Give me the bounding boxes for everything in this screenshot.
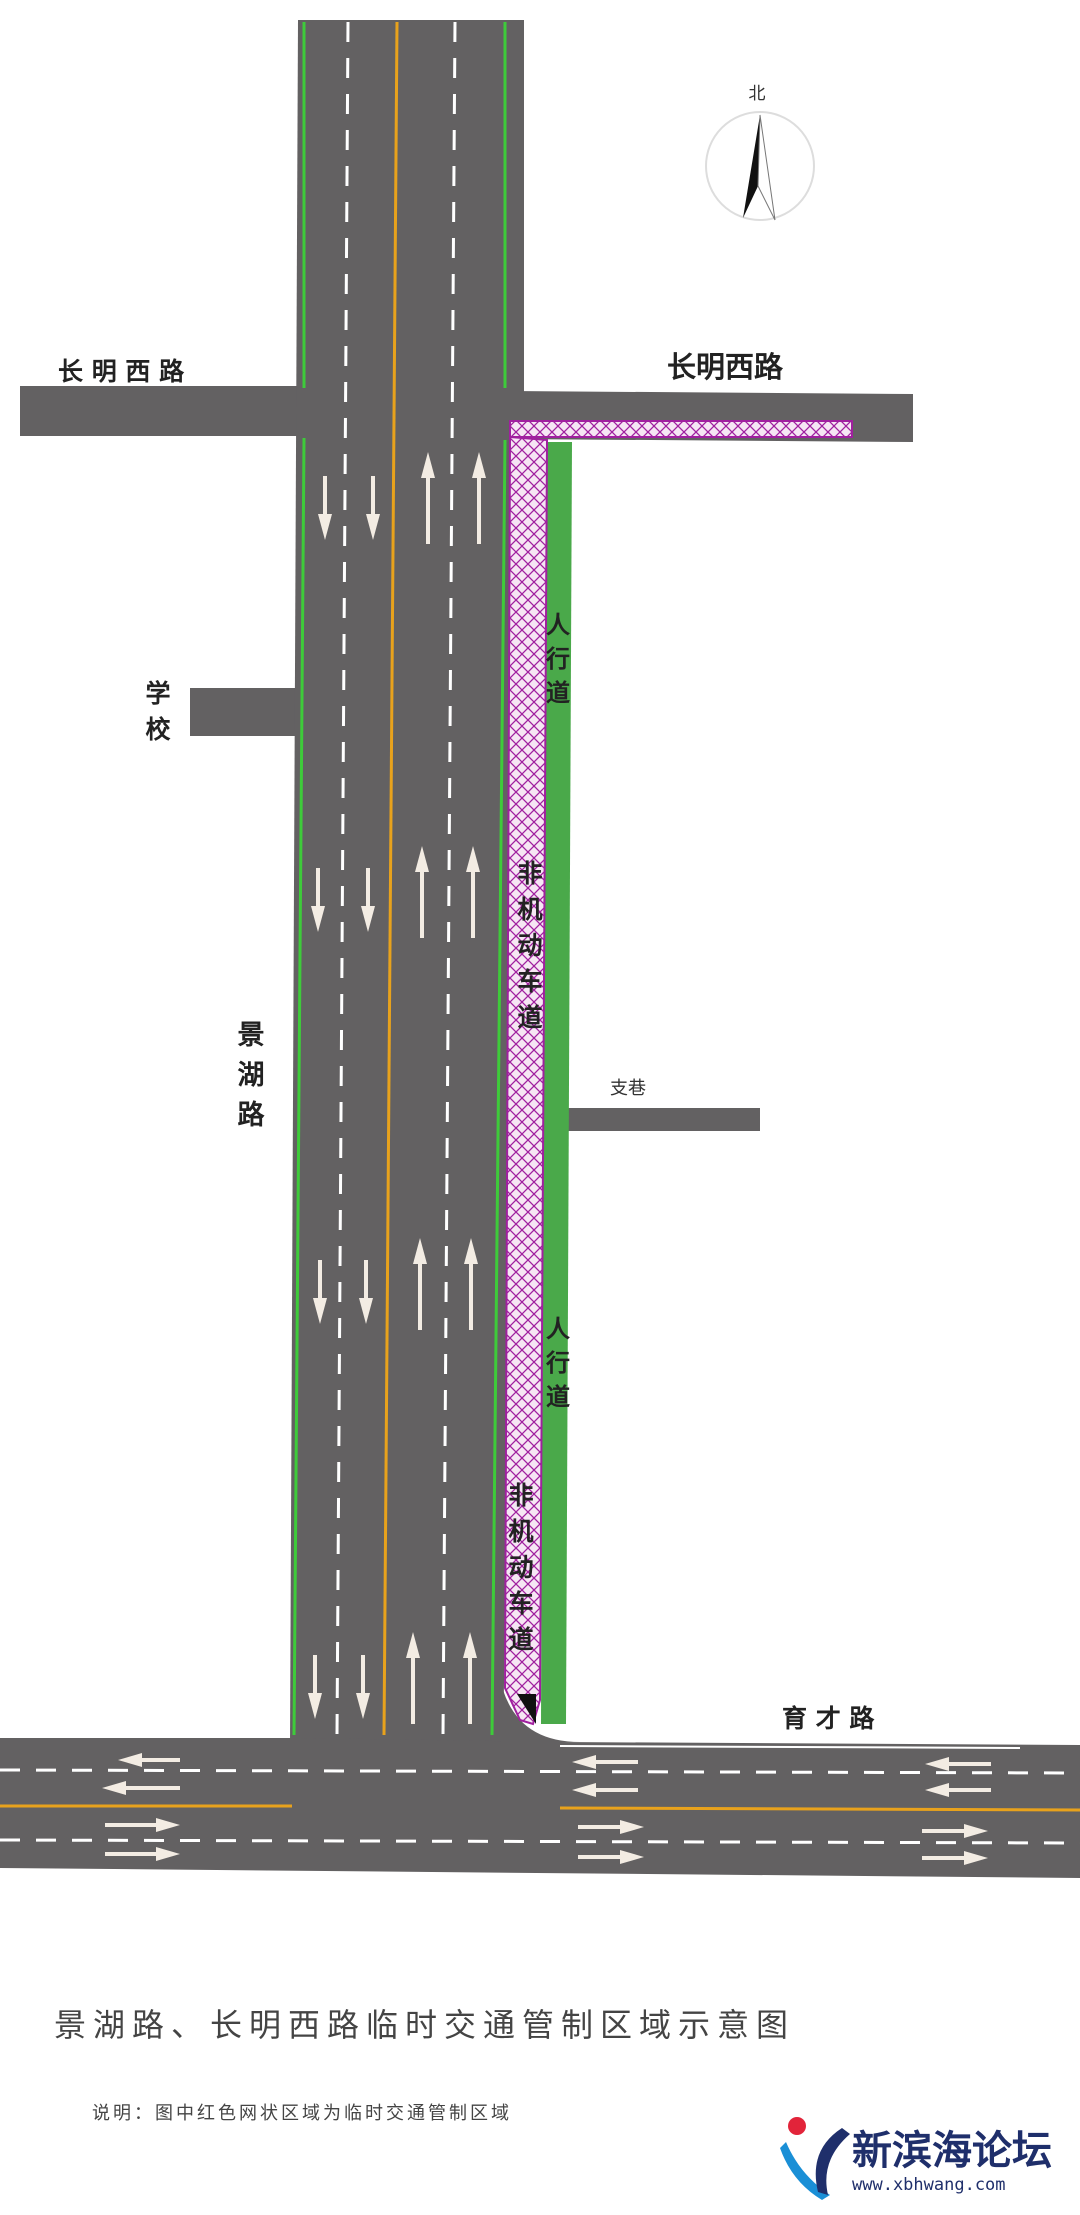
road-jinghu — [290, 20, 524, 1745]
label-sidewalk-1c: 道 — [546, 679, 570, 707]
label-jinghu-2: 湖 — [238, 1060, 265, 1091]
label-bike-1e: 道 — [517, 1003, 542, 1032]
arrow-left — [572, 1755, 638, 1769]
arrow-down — [308, 1655, 322, 1719]
arrow-right — [105, 1847, 180, 1861]
road-alley — [565, 1108, 760, 1131]
label-bike-1b: 机 — [517, 895, 542, 924]
road-corner — [503, 1690, 580, 1742]
label-bike-2d: 车 — [508, 1589, 533, 1618]
labels: 长 明 西 路 长明西路 学 校 景 湖 路 人 行 道 非 机 动 车 道 支… — [58, 350, 875, 1733]
label-alley: 支巷 — [610, 1078, 646, 1099]
label-changming-left: 长 明 西 路 — [58, 357, 185, 386]
arrow-up — [464, 1238, 478, 1330]
label-sidewalk-1b: 行 — [545, 645, 570, 673]
label-bike-2b: 机 — [508, 1517, 533, 1546]
cross-arrows — [102, 1753, 991, 1865]
label-changming-right: 长明西路 — [667, 350, 784, 384]
logo-url: www.xbhwang.com — [852, 2175, 1006, 2195]
arrow-right — [578, 1820, 644, 1834]
arrow-up — [406, 1632, 420, 1724]
arrow-up — [421, 452, 435, 544]
arrow-down — [359, 1260, 373, 1324]
arrow-down — [366, 476, 380, 540]
label-sidewalk-2b: 行 — [545, 1349, 570, 1377]
arrow-right — [922, 1824, 988, 1838]
arrow-down — [313, 1260, 327, 1324]
control-zone — [503, 420, 853, 1726]
label-bike-1a: 非 — [517, 859, 542, 888]
arrow-left — [118, 1753, 180, 1767]
arrow-down — [361, 868, 375, 932]
label-school-1: 学 — [145, 679, 170, 708]
logo-name: 新滨海论坛 — [852, 2128, 1052, 2174]
label-sidewalk-1a: 人 — [546, 611, 570, 639]
arrow-right — [922, 1851, 988, 1865]
arrow-up — [463, 1632, 477, 1724]
road-changming-left — [20, 386, 320, 436]
sidewalk — [541, 442, 572, 1724]
arrow-up — [413, 1238, 427, 1330]
arrow-down — [311, 868, 325, 932]
arrow-left — [102, 1781, 180, 1795]
arrow-up — [466, 846, 480, 938]
arrow-left — [925, 1757, 991, 1771]
label-sidewalk-2c: 道 — [546, 1383, 570, 1411]
site-logo: 新滨海论坛 www.xbhwang.com — [780, 2117, 1052, 2200]
logo-mark-icon — [780, 2117, 850, 2200]
road-markings — [0, 21, 1080, 1845]
map-title: 景湖路、长明西路临时交通管制区域示意图 — [54, 2006, 795, 2044]
label-bike-1d: 车 — [517, 967, 542, 996]
control-zone-tip — [517, 1694, 536, 1724]
arrow-down — [318, 476, 332, 540]
arrow-down — [356, 1655, 370, 1719]
compass-needle — [743, 115, 760, 218]
label-yucai: 育 才 路 — [782, 1704, 875, 1733]
compass-label: 北 — [749, 84, 766, 104]
label-sidewalk-2a: 人 — [546, 1315, 570, 1343]
arrow-up — [415, 846, 429, 938]
road-school-spur — [190, 688, 300, 736]
compass: 北 — [705, 84, 815, 221]
arrow-right — [105, 1818, 180, 1832]
arrow-left — [572, 1783, 638, 1797]
compass-needle-light — [757, 114, 776, 221]
arrow-up — [472, 452, 486, 544]
compass-ring — [705, 111, 815, 221]
map-note: 说明：图中红色网状区域为临时交通管制区域 — [92, 2103, 512, 2124]
label-school-2: 校 — [145, 715, 171, 744]
label-bike-2a: 非 — [508, 1481, 533, 1510]
label-bike-1c: 动 — [517, 931, 542, 960]
arrow-left — [925, 1783, 991, 1797]
label-jinghu-3: 路 — [238, 1099, 266, 1131]
label-bike-2e: 道 — [508, 1625, 533, 1654]
control-zone-changming — [509, 420, 853, 438]
arrow-right — [578, 1850, 644, 1864]
label-jinghu-1: 景 — [238, 1020, 265, 1051]
label-bike-2c: 动 — [508, 1553, 533, 1582]
control-zone-jinghu — [503, 435, 549, 1726]
lane-arrows — [308, 452, 486, 1724]
